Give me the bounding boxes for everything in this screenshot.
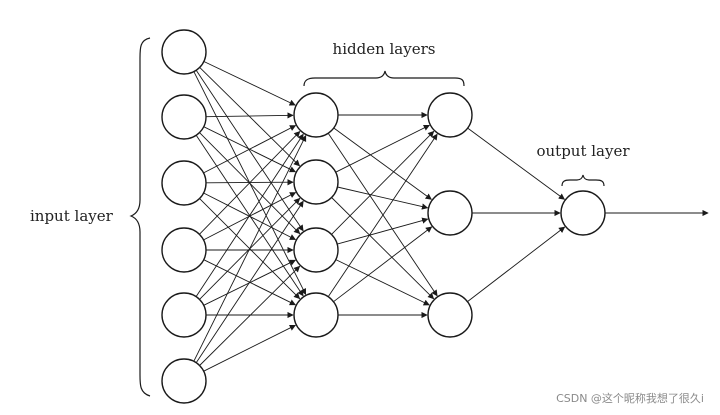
edge-hidden-1-2-to-hidden-2-1	[335, 124, 430, 173]
output-layer-label: output layer	[536, 142, 630, 160]
edge-hidden-1-2-to-hidden-2-3	[331, 197, 435, 300]
input-layer-label: input layer	[30, 207, 114, 225]
nodes-group	[161, 29, 606, 404]
edge-hidden-2-1-to-output-1	[467, 127, 566, 200]
edges-group	[193, 61, 709, 372]
edge-input-3-to-hidden-1-1	[203, 125, 297, 174]
edge-hidden-1-4-to-hidden-2-1	[327, 133, 438, 297]
edge-input-5-to-hidden-1-1	[195, 133, 304, 297]
edge-input-6-to-hidden-1-3	[199, 265, 301, 366]
edge-input-6-to-hidden-1-4	[203, 324, 296, 372]
input-layer-brace	[129, 37, 151, 397]
edge-hidden-2-3-to-output-1	[467, 226, 566, 302]
input-node-5	[161, 292, 207, 338]
edge-hidden-1-3-to-hidden-2-1	[331, 130, 435, 235]
hidden-2-node-1	[427, 92, 473, 138]
edge-hidden-1-3-to-hidden-2-3	[335, 259, 430, 306]
edge-input-1-to-hidden-1-1	[203, 61, 296, 106]
edge-input-4-to-hidden-1-1	[199, 130, 301, 235]
hidden-layers-brace	[303, 70, 465, 87]
hidden-2-node-3	[427, 292, 473, 338]
edge-input-2-to-hidden-1-1	[205, 112, 294, 119]
edge-input-6-to-hidden-1-1	[193, 135, 307, 362]
edge-input-1-to-hidden-1-2	[199, 67, 301, 167]
input-node-6	[161, 358, 207, 404]
hidden-1-node-3	[293, 227, 339, 273]
hidden-layers-label: hidden layers	[333, 40, 436, 58]
hidden-1-node-2	[293, 159, 339, 205]
edge-hidden-1-3-to-hidden-2-2	[337, 217, 429, 245]
input-node-3	[161, 160, 207, 206]
output-node-1	[560, 190, 606, 236]
edge-input-1-to-hidden-1-3	[195, 70, 304, 232]
hidden-2-node-2	[427, 190, 473, 236]
hidden-1-node-4	[293, 292, 339, 338]
edge-hidden-1-2-to-hidden-2-2	[337, 186, 429, 210]
edge-hidden-1-4-to-hidden-2-2	[333, 226, 433, 303]
watermark-text: CSDN @这个昵称我想了很久i	[556, 391, 704, 405]
input-node-2	[161, 94, 207, 140]
hidden-1-node-1	[293, 92, 339, 138]
input-node-1	[161, 29, 207, 75]
input-node-4	[161, 227, 207, 273]
edge-hidden-1-1-to-hidden-2-2	[333, 127, 432, 200]
edge-input-6-to-hidden-1-2	[195, 200, 304, 363]
output-layer-brace	[561, 174, 605, 187]
